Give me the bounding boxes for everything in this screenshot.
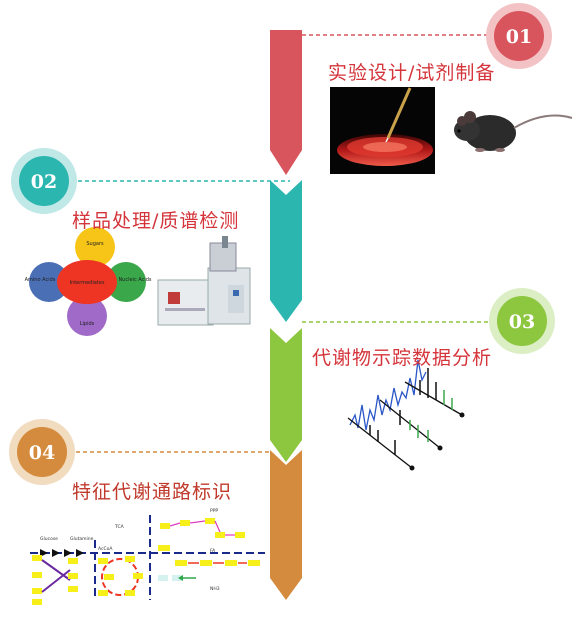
svg-text:NH3: NH3 [210, 586, 220, 592]
petal-label-lipids: Lipids [80, 321, 95, 327]
step-2-title: 样品处理/质谱检测 [72, 210, 240, 232]
svg-text:03: 03 [509, 311, 535, 333]
arrow-segment-1 [270, 30, 302, 175]
svg-text:02: 02 [31, 171, 57, 193]
svg-text:PPP: PPP [210, 508, 218, 514]
petal-label-sugars: Sugars [86, 241, 104, 247]
step-badge-3: 03 [489, 288, 555, 354]
step-badge-4: 04 [9, 419, 75, 485]
metabolite-petal-diagram: Sugars Amino Acids Nucleic Acids Lipids … [25, 227, 152, 336]
svg-text:01: 01 [506, 26, 532, 48]
arrow-segment-4 [270, 450, 302, 600]
svg-text:04: 04 [29, 442, 55, 464]
step-1-title: 实验设计/试剂制备 [328, 62, 496, 84]
step-4-title: 特征代谢通路标识 [72, 481, 233, 503]
step-badge-2: 02 [11, 148, 77, 214]
petal-nucleic-acids [106, 262, 146, 302]
svg-text:TCA: TCA [114, 524, 125, 530]
step-badge-1: 01 [486, 3, 552, 69]
spectrum-plot [347, 359, 465, 471]
arrow-segment-3 [270, 328, 302, 462]
petal-sugars [75, 227, 115, 267]
petri-dish-photo [330, 87, 435, 174]
mouse-image [454, 111, 573, 152]
svg-text:Glucose: Glucose [40, 536, 58, 542]
petal-label-amino: Amino Acids [25, 277, 56, 283]
mass-spectrometer-image [157, 236, 251, 326]
petal-amino-acids [29, 262, 69, 302]
svg-text:Glutamine: Glutamine [70, 536, 94, 542]
svg-text:AcCoA: AcCoA [98, 546, 113, 552]
arrow-segment-2 [270, 180, 302, 322]
step-3-title: 代谢物示踪数据分析 [312, 347, 493, 369]
petal-label-nucleic: Nucleic Acids [118, 277, 151, 283]
petal-center [57, 260, 117, 304]
pathway-diagram: Glucose Glutamine AcCoA TCA PPP FA NH3 [30, 508, 265, 605]
svg-text:FA: FA [210, 548, 216, 554]
petal-label-center: Intermediates [70, 280, 105, 286]
petal-lipids [67, 296, 107, 336]
